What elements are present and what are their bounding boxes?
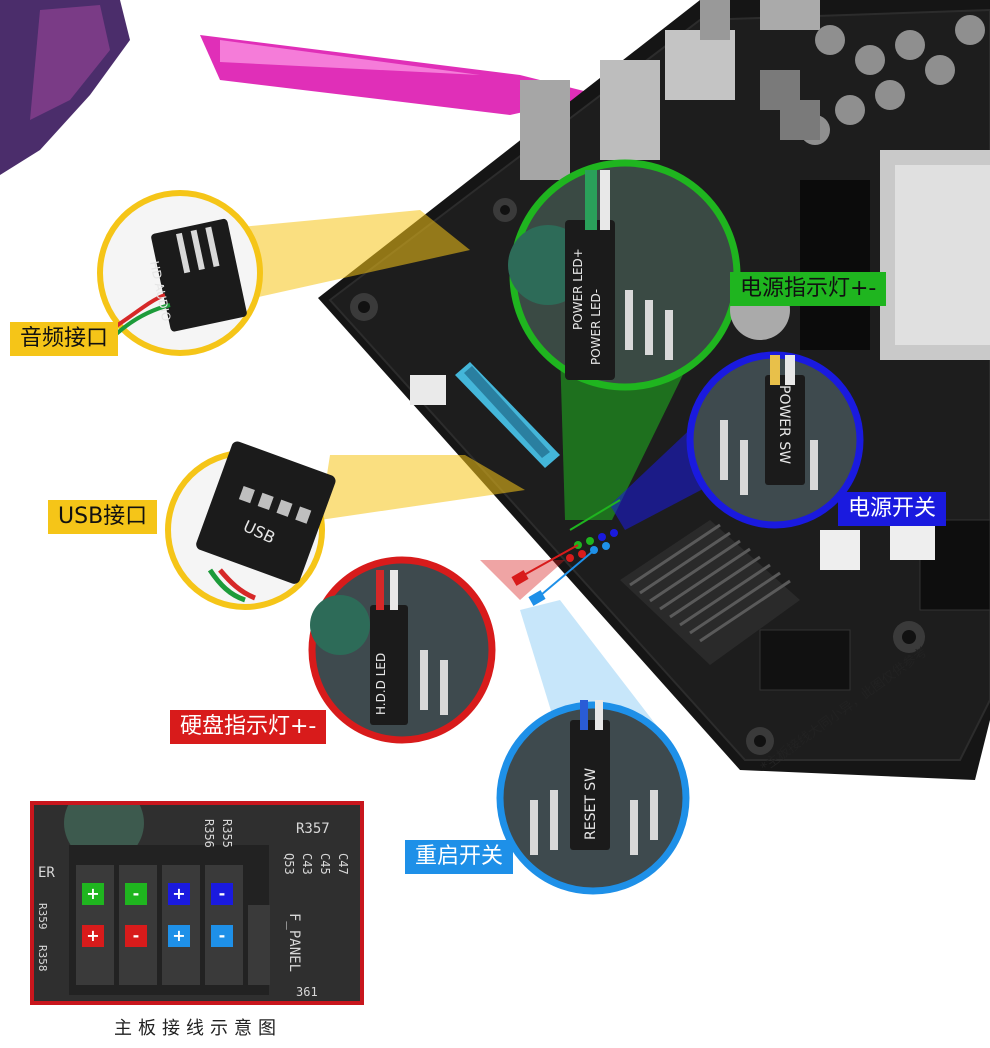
power-sw-plug-text: POWER SW — [776, 385, 792, 464]
silk-r355: R355 — [220, 819, 234, 848]
silk-361: 361 — [296, 985, 318, 999]
reset-beam — [520, 600, 660, 740]
silk-r356: R356 — [202, 819, 216, 848]
audio-beam — [230, 210, 470, 300]
silk-c47: C47 — [336, 853, 350, 875]
silk-r357: R357 — [296, 821, 330, 837]
pin-bottom-1: + — [82, 925, 104, 947]
hdd-led-zoom-circle — [308, 556, 496, 744]
audio-zoom-circle — [97, 190, 263, 356]
pin-top-3: + — [168, 883, 190, 905]
silk-c43: C43 — [300, 853, 314, 875]
inset-caption: 主板接线示意图 — [114, 1018, 282, 1039]
silk-r358: R358 — [36, 945, 49, 972]
front-panel-inset: +-+-+-+- R357 R356 R355 Q53 C43 C45 C47 … — [30, 801, 364, 1005]
reset-sw-zoom-circle — [496, 700, 690, 895]
power-sw-callout-label: 电源开关 — [838, 492, 947, 526]
usb-zoom-circle — [165, 441, 336, 610]
silk-c45: C45 — [318, 853, 332, 875]
pin-bottom-3: + — [168, 925, 190, 947]
audio-callout-label: 音频接口 — [10, 322, 119, 356]
pin-bottom-2: - — [125, 925, 147, 947]
heatsink — [620, 520, 800, 665]
pin-top-4: - — [211, 883, 233, 905]
hdd-led-plug-text: H.D.D LED — [374, 653, 388, 715]
silk-er: ER — [38, 865, 55, 881]
hdd-led-callout-label: 硬盘指示灯+- — [170, 710, 327, 744]
pin-top-2: - — [125, 883, 147, 905]
reset-sw-callout-label: 重启开关 — [405, 840, 514, 874]
silk-f-panel: F_PANEL — [286, 913, 302, 973]
character-art — [0, 0, 600, 175]
power-led-zoom-circle — [508, 159, 790, 391]
usb-callout-label: USB接口 — [48, 500, 158, 534]
reset-sw-plug-text: RESET SW — [583, 768, 599, 840]
silk-r359: R359 — [36, 903, 49, 930]
pin-bottom-4: - — [211, 925, 233, 947]
power-led-callout-label: 电源指示灯+- — [730, 272, 887, 306]
power-led-plug-text-1: POWER LED+ — [571, 248, 585, 330]
pin-top-1: + — [82, 883, 104, 905]
usb-beam — [320, 455, 525, 520]
power-sw-zoom-circle — [686, 351, 864, 529]
silk-q53: Q53 — [282, 853, 296, 875]
power-led-plug-text-2: POWER LED- — [589, 289, 603, 365]
